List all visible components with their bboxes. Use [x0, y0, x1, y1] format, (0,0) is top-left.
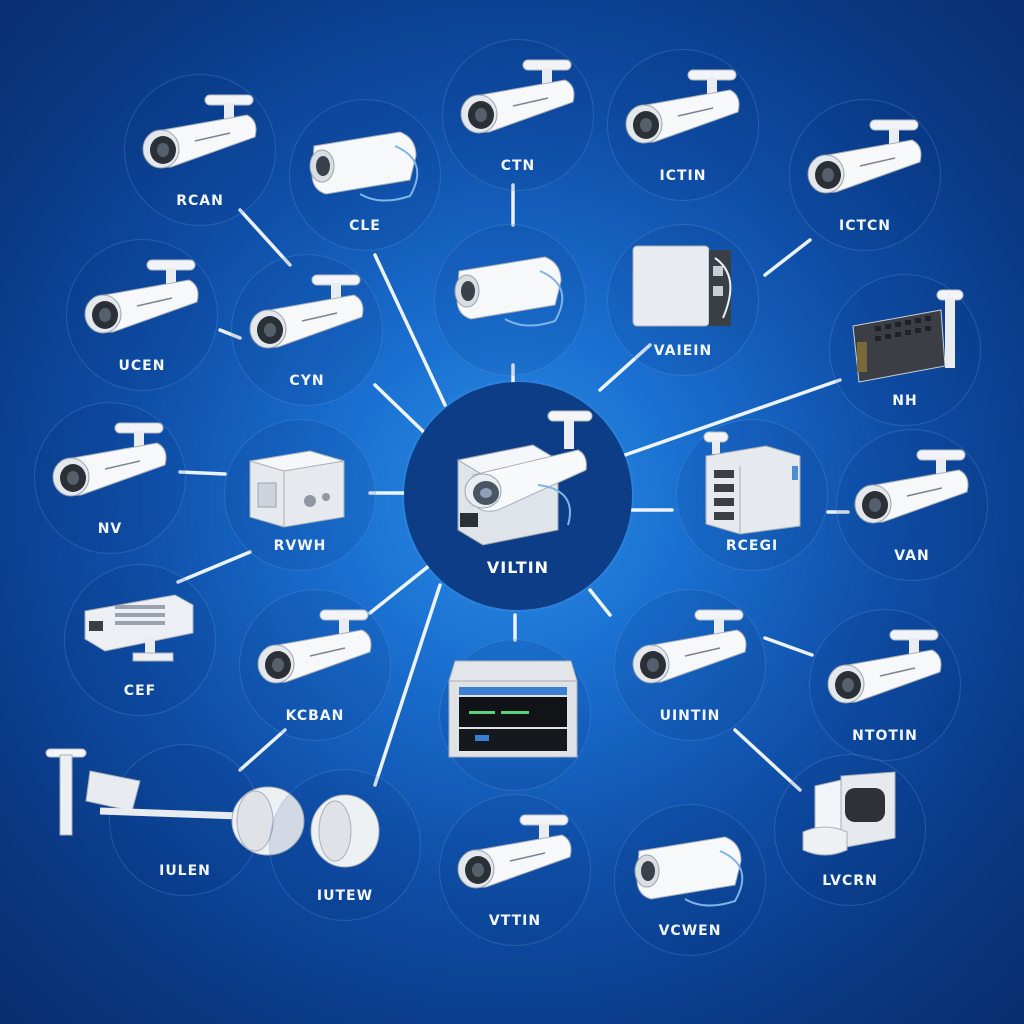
- bullet-camera-icon: [820, 626, 950, 720]
- device-node[interactable]: RCEGI: [676, 419, 828, 571]
- connector-line: [368, 563, 432, 615]
- device-node[interactable]: CLE: [289, 99, 441, 251]
- bullet-camera-icon: [618, 66, 748, 160]
- device-node[interactable]: CTN: [442, 39, 594, 191]
- connector-line: [623, 378, 842, 457]
- connector-line: [238, 728, 287, 772]
- bullet-camera-icon: [453, 56, 583, 150]
- device-label: VAN: [894, 548, 930, 564]
- device-label: NH: [892, 393, 918, 409]
- device-label: NV: [97, 521, 123, 537]
- wall-mount-housing-icon: [795, 766, 905, 870]
- connector-line: [238, 208, 292, 267]
- connector-line: [373, 253, 447, 407]
- bullet-camera-icon: [45, 419, 175, 513]
- device-label: CYN: [289, 373, 325, 389]
- connector-line: [176, 550, 252, 584]
- device-node[interactable]: IULEN: [45, 744, 305, 896]
- device-label: ICTCN: [838, 218, 892, 234]
- device-node[interactable]: UCEN: [66, 239, 218, 391]
- device-node[interactable]: NH: [829, 274, 981, 426]
- device-label: NTOTIN: [852, 728, 918, 744]
- device-node[interactable]: ICTCN: [789, 99, 941, 251]
- box-camera-icon: [445, 241, 575, 335]
- connector-line: [373, 383, 434, 442]
- device-node[interactable]: VCWEN: [614, 804, 766, 956]
- bullet-camera-icon: [77, 256, 207, 350]
- device-node[interactable]: NV: [34, 402, 186, 554]
- connector-line: [588, 588, 612, 617]
- device-node[interactable]: KCBAN: [239, 589, 391, 741]
- device-node[interactable]: [439, 639, 591, 791]
- device-label: VAIEIN: [653, 343, 713, 359]
- device-label: UINTIN: [659, 708, 721, 724]
- connector-line: [763, 636, 814, 657]
- pole-mount-bracket-icon: [40, 741, 330, 875]
- device-label: VTTIN: [488, 913, 542, 929]
- device-label: LVCRN: [822, 873, 878, 889]
- device-label: KCBAN: [285, 708, 345, 724]
- network-switch-icon: [845, 286, 965, 390]
- dome-camera-icon: [300, 786, 390, 880]
- device-node[interactable]: UINTIN: [614, 589, 766, 741]
- bullet-camera-icon: [242, 271, 372, 365]
- device-label: IULEN: [159, 863, 211, 879]
- bullet-camera-on-dvr-icon: [438, 405, 598, 559]
- server-box-icon: [240, 431, 360, 535]
- device-node[interactable]: [434, 224, 586, 376]
- device-label: CTN: [500, 158, 536, 174]
- dvr-recorder-icon: [445, 641, 585, 765]
- device-node[interactable]: VTTIN: [439, 794, 591, 946]
- bullet-camera-icon: [250, 606, 380, 700]
- box-camera-icon: [625, 821, 755, 915]
- device-label: VCWEN: [658, 923, 722, 939]
- connector-line: [178, 470, 227, 476]
- device-label: CLE: [349, 218, 381, 234]
- bullet-camera-icon: [847, 446, 977, 540]
- central-hub[interactable]: VILTIN: [404, 382, 632, 610]
- nvr-enclosure-icon: [623, 236, 743, 340]
- connector-line: [733, 728, 802, 792]
- connector-line: [373, 583, 442, 787]
- hub-label: VILTIN: [486, 558, 550, 577]
- device-label: IUTEW: [316, 888, 374, 904]
- box-camera-icon: [300, 116, 430, 210]
- bullet-camera-icon: [450, 811, 580, 905]
- device-label: RCEGI: [725, 538, 779, 554]
- device-node[interactable]: CEF: [64, 564, 216, 716]
- device-node[interactable]: RCAN: [124, 74, 276, 226]
- speed-dome-icon: [75, 581, 205, 675]
- server-tower-icon: [692, 426, 812, 540]
- device-node[interactable]: VAN: [836, 429, 988, 581]
- device-node[interactable]: NTOTIN: [809, 609, 961, 761]
- device-label: RVWH: [273, 538, 327, 554]
- device-label: CEF: [123, 683, 157, 699]
- device-node[interactable]: CYN: [231, 254, 383, 406]
- bullet-camera-icon: [135, 91, 265, 185]
- device-label: ICTIN: [659, 168, 707, 184]
- device-label: UCEN: [118, 358, 166, 374]
- device-node[interactable]: ICTIN: [607, 49, 759, 201]
- device-node[interactable]: LVCRN: [774, 754, 926, 906]
- bullet-camera-icon: [800, 116, 930, 210]
- device-node[interactable]: VAIEIN: [607, 224, 759, 376]
- device-node[interactable]: RVWH: [224, 419, 376, 571]
- device-node[interactable]: IUTEW: [269, 769, 421, 921]
- connector-line: [763, 238, 812, 277]
- device-label: RCAN: [176, 193, 224, 209]
- bullet-camera-icon: [625, 606, 755, 700]
